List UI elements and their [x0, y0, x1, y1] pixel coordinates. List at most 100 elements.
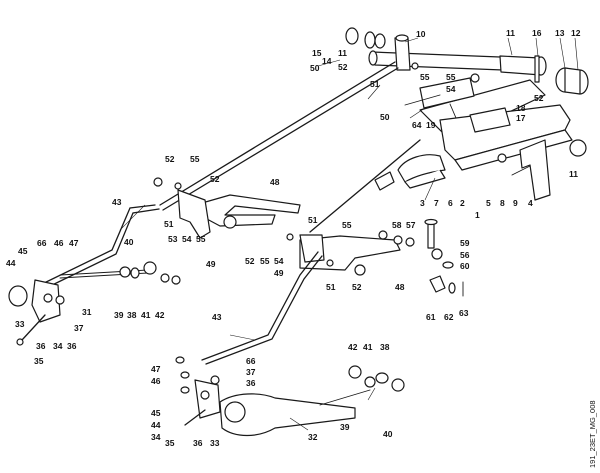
callout-9: 9 — [513, 198, 518, 208]
callout-34: 34 — [151, 432, 161, 442]
callout-51: 51 — [164, 219, 174, 229]
callout-8: 8 — [500, 198, 505, 208]
callout-48: 48 — [270, 177, 280, 187]
callout-34: 34 — [53, 341, 63, 351]
callout-5: 5 — [486, 198, 491, 208]
callout-13: 13 — [555, 28, 565, 38]
callout-42: 42 — [348, 342, 358, 352]
callout-59: 59 — [460, 238, 470, 248]
callout-55: 55 — [420, 72, 430, 82]
callout-52: 52 — [534, 93, 544, 103]
callout-33: 33 — [15, 319, 25, 329]
callout-6: 6 — [448, 198, 453, 208]
callout-66: 66 — [246, 356, 256, 366]
callout-45: 45 — [151, 408, 161, 418]
callout-54: 54 — [182, 234, 192, 244]
lower-arm-assembly — [175, 356, 405, 437]
callout-18: 18 — [516, 103, 526, 113]
callout-52: 52 — [352, 282, 362, 292]
callout-36: 36 — [246, 378, 256, 388]
callout-55: 55 — [260, 256, 270, 266]
callout-49: 49 — [206, 259, 216, 269]
callout-44: 44 — [6, 258, 16, 268]
callout-40: 40 — [124, 237, 134, 247]
crank-rod-43-lower — [201, 251, 323, 365]
callout-52: 52 — [210, 174, 220, 184]
callout-66: 66 — [37, 238, 47, 248]
callout-39: 39 — [340, 422, 350, 432]
callout-11: 11 — [338, 48, 347, 58]
callout-7: 7 — [434, 198, 439, 208]
callout-50: 50 — [380, 112, 390, 122]
callout-44: 44 — [151, 420, 161, 430]
callout-52: 52 — [165, 154, 175, 164]
callout-3: 3 — [420, 198, 425, 208]
callout-14: 14 — [322, 56, 332, 66]
callout-2: 2 — [460, 198, 465, 208]
callout-52: 52 — [338, 62, 348, 72]
callout-36: 36 — [67, 341, 77, 351]
callout-63: 63 — [459, 308, 469, 318]
callout-11: 11 — [506, 28, 515, 38]
callout-37: 37 — [246, 367, 256, 377]
callout-47: 47 — [151, 364, 161, 374]
callout-43: 43 — [212, 312, 222, 322]
callout-labels: 10 11 16 13 12 15 14 11 52 50 55 51 55 5… — [6, 28, 581, 448]
callout-57: 57 — [406, 220, 416, 230]
callout-16: 16 — [532, 28, 542, 38]
callout-42: 42 — [155, 310, 165, 320]
callout-15: 15 — [312, 48, 322, 58]
callout-38: 38 — [380, 342, 390, 352]
callout-35: 35 — [34, 356, 44, 366]
callout-39: 39 — [114, 310, 124, 320]
callout-31: 31 — [82, 307, 92, 317]
callout-54: 54 — [274, 256, 284, 266]
pedal-bracket-assembly — [374, 77, 587, 201]
callout-54: 54 — [446, 84, 456, 94]
callout-17: 17 — [516, 113, 526, 123]
callout-35: 35 — [165, 438, 175, 448]
callout-51: 51 — [308, 215, 318, 225]
upper-lever-48 — [153, 177, 301, 239]
middle-lever-48 — [286, 218, 464, 297]
callout-4: 4 — [528, 198, 533, 208]
callout-33: 33 — [210, 438, 220, 448]
callout-37: 37 — [74, 323, 84, 333]
callout-36: 36 — [193, 438, 203, 448]
callout-1: 1 — [475, 210, 480, 220]
callout-40: 40 — [383, 429, 393, 439]
callout-64: 64 — [412, 120, 422, 130]
callout-56: 56 — [460, 250, 470, 260]
callout-12: 12 — [571, 28, 581, 38]
callout-60: 60 — [460, 261, 470, 271]
callout-62: 62 — [444, 312, 454, 322]
callout-38: 38 — [127, 310, 137, 320]
left-pivot-cluster — [8, 261, 181, 346]
callout-11: 11 — [569, 169, 578, 179]
callout-55: 55 — [196, 234, 206, 244]
callout-49: 49 — [274, 268, 284, 278]
callout-61: 61 — [426, 312, 436, 322]
leader-lines — [119, 37, 579, 431]
callout-43: 43 — [112, 197, 122, 207]
callout-55: 55 — [342, 220, 352, 230]
callout-51: 51 — [326, 282, 336, 292]
callout-10: 10 — [416, 29, 426, 39]
callout-53: 53 — [168, 234, 178, 244]
callout-58: 58 — [392, 220, 402, 230]
main-shaft-assembly — [345, 27, 589, 95]
callout-32: 32 — [308, 432, 318, 442]
long-rods — [159, 61, 421, 233]
callout-48: 48 — [395, 282, 405, 292]
callout-45: 45 — [18, 246, 28, 256]
callout-55: 55 — [190, 154, 200, 164]
callout-46: 46 — [54, 238, 64, 248]
callout-41: 41 — [141, 310, 151, 320]
callout-41: 41 — [363, 342, 373, 352]
callout-19: 19 — [426, 120, 436, 130]
callout-52: 52 — [245, 256, 255, 266]
drawing-code: 191_23ET_MG_008 — [588, 400, 597, 468]
callout-36: 36 — [36, 341, 46, 351]
callout-50: 50 — [310, 63, 320, 73]
